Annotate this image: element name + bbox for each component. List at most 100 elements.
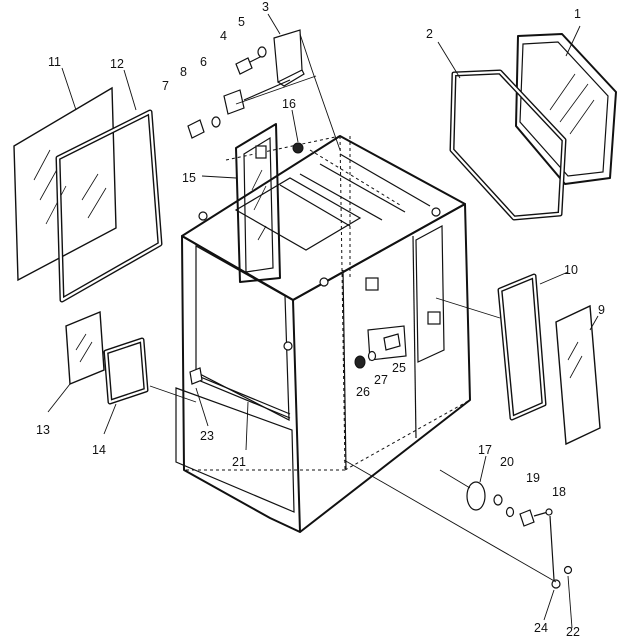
- hidden-edge: [225, 135, 341, 161]
- callout-leader: [479, 455, 487, 483]
- roof-rib: [339, 153, 431, 207]
- callout-10: 10: [564, 263, 578, 277]
- callout-19: 19: [526, 471, 540, 485]
- hinge-link: [243, 79, 291, 101]
- cab-front-face: [181, 235, 301, 533]
- interior-bracket: [365, 277, 379, 291]
- callout-13: 13: [36, 423, 50, 437]
- part-10-window-seal: [497, 273, 547, 421]
- callout-9: 9: [598, 303, 605, 317]
- part-20-washer: [493, 494, 503, 506]
- part-27-washer: [367, 350, 377, 362]
- cab-lower-front-panel: [175, 387, 295, 513]
- seal-outer: [497, 273, 547, 421]
- hardware-parts: [187, 29, 573, 589]
- window-frame-outline: [235, 123, 281, 283]
- callout-7: 7: [162, 79, 169, 93]
- callout-leader: [123, 69, 137, 111]
- part-21-handrail: [197, 379, 291, 419]
- cab-bolt: [431, 207, 441, 217]
- glass-reflection: [81, 173, 107, 219]
- part-1-window-glass: [515, 33, 617, 185]
- callout-leader: [245, 401, 249, 451]
- assembly-line: [235, 75, 317, 105]
- part-11-window-glass: [13, 86, 117, 282]
- callout-leader: [195, 387, 209, 427]
- callout-leader: [589, 315, 599, 331]
- cab-rear-post: [412, 235, 417, 439]
- cab-bolt: [319, 277, 329, 287]
- callout-12: 12: [110, 57, 124, 71]
- hidden-edge: [339, 135, 346, 471]
- assembly-line: [439, 469, 471, 489]
- cab-roof: [181, 135, 466, 301]
- callout-26: 26: [356, 385, 370, 399]
- callout-1: 1: [574, 7, 581, 21]
- part-22-rod: [549, 515, 555, 581]
- callout-leader: [567, 575, 573, 629]
- part-4-bolt: [235, 57, 253, 75]
- operator-cab: [175, 135, 471, 533]
- part-5-washer: [257, 46, 267, 58]
- callout-23: 23: [200, 429, 214, 443]
- part-7-bolt: [187, 119, 205, 139]
- seal-inner: [450, 70, 566, 220]
- callout-24: 24: [534, 621, 548, 635]
- callout-leader: [565, 25, 581, 57]
- callout-leader: [267, 13, 281, 35]
- assembly-line: [435, 297, 501, 319]
- roof-rib: [279, 184, 351, 227]
- cab-bolt: [283, 341, 293, 351]
- glass-panel: [555, 304, 601, 446]
- glass-inner: [519, 41, 609, 177]
- glass-outline: [515, 33, 617, 185]
- part-14-small-seal: [103, 337, 149, 405]
- cab-bolt: [198, 211, 208, 221]
- part-22-pin: [563, 565, 573, 575]
- part-26-bolt: [354, 355, 366, 369]
- callout-leader: [539, 271, 569, 285]
- part-8-washer: [211, 116, 221, 128]
- callout-14: 14: [92, 443, 106, 457]
- callout-11: 11: [48, 55, 61, 69]
- part-16-grommet: [292, 142, 304, 154]
- part-18-bolt: [519, 509, 535, 527]
- seal-inner: [498, 274, 546, 420]
- leader-lines: [47, 13, 599, 629]
- interior-bracket: [427, 311, 441, 325]
- callout-17: 17: [478, 443, 492, 457]
- glass-reflection: [549, 73, 595, 135]
- assembly-line: [299, 33, 341, 151]
- callout-leader: [543, 589, 555, 621]
- part-3-bracket: [273, 29, 303, 83]
- rod-top-eye: [545, 508, 553, 516]
- part-19-washer: [505, 506, 515, 518]
- part-13-small-glass: [65, 310, 105, 386]
- callout-5: 5: [238, 15, 245, 29]
- callout-21: 21: [232, 455, 246, 469]
- callout-22: 22: [566, 625, 580, 639]
- glass-reflection: [75, 333, 93, 363]
- seal-inner: [56, 110, 162, 302]
- callout-leader: [103, 403, 117, 435]
- callout-6: 6: [200, 55, 207, 69]
- part-12-window-seal: [55, 109, 163, 303]
- roof-rib: [319, 163, 406, 213]
- callout-8: 8: [180, 65, 187, 79]
- callout-leader: [61, 67, 77, 111]
- assembly-line: [343, 459, 557, 583]
- roof-hatch-outline: [234, 177, 362, 251]
- callout-25: 25: [392, 361, 406, 375]
- seal-outer: [449, 69, 567, 221]
- part-23-latch: [189, 367, 203, 385]
- frame-latch: [255, 145, 267, 159]
- callout-leader: [201, 175, 237, 179]
- callout-leader: [47, 383, 71, 413]
- glass-panel: [65, 310, 105, 386]
- glass-reflection: [251, 169, 267, 241]
- glass-panel: [13, 86, 117, 282]
- callout-leader: [437, 41, 461, 79]
- glass-reflection: [567, 341, 583, 379]
- callout-3: 3: [262, 0, 269, 14]
